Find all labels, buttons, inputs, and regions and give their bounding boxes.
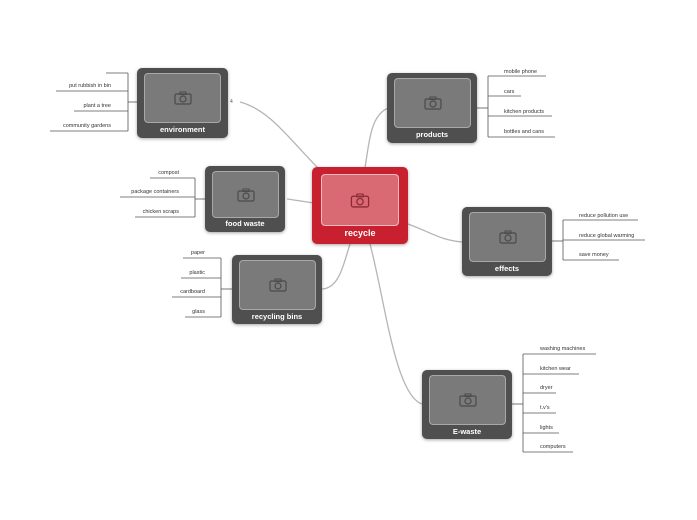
node-image-placeholder	[394, 78, 471, 128]
leaf-label[interactable]: plastic	[189, 270, 205, 276]
leaf-label[interactable]: cardboard	[180, 289, 205, 295]
node-image-placeholder	[321, 174, 399, 226]
node-food-waste[interactable]: food waste	[205, 166, 285, 232]
link-e-waste	[369, 243, 423, 405]
node-recycling-bins[interactable]: recycling bins	[232, 255, 322, 324]
node-title: environment	[159, 125, 205, 134]
leaf-label[interactable]: plant a tree	[83, 103, 111, 109]
node-title: recycle	[344, 228, 376, 238]
leaf-label[interactable]: kitchen wear	[540, 366, 571, 372]
leaf-label[interactable]: dryer	[540, 385, 553, 391]
node-image-placeholder	[469, 212, 546, 262]
node-image-placeholder	[212, 171, 279, 218]
leaf-label[interactable]: kitchen products	[504, 109, 545, 115]
node-products[interactable]: products	[387, 73, 477, 143]
leaf-label[interactable]: package containers	[131, 189, 179, 195]
node-effects[interactable]: effects	[462, 207, 552, 276]
node-image-placeholder	[239, 260, 316, 310]
leaf-label[interactable]: cars	[504, 89, 515, 95]
leaf-label[interactable]: computers	[540, 444, 566, 450]
leaf-label[interactable]: bottles and cans	[504, 129, 545, 135]
camera-icon	[423, 96, 442, 110]
collapse-marker[interactable]: 4	[230, 99, 233, 105]
link-food-waste	[286, 198, 315, 204]
node-e-waste[interactable]: E-waste	[422, 370, 512, 439]
node-environment[interactable]: environment	[137, 68, 228, 138]
leaf-label[interactable]: community gardens	[63, 123, 111, 129]
node-recycle[interactable]: recycle	[312, 167, 408, 244]
leaf-label[interactable]: save money	[579, 252, 609, 258]
collapse-count: 4	[230, 99, 233, 105]
node-title: E-waste	[452, 427, 482, 436]
leaf-label[interactable]: reduce pollution use	[579, 213, 629, 219]
leaf-label[interactable]: put rubbish in bin	[69, 83, 111, 89]
leaf-label[interactable]: paper	[190, 250, 205, 256]
camera-icon	[350, 193, 370, 208]
link-environment	[239, 101, 319, 169]
leaf-label[interactable]: glass	[192, 309, 205, 315]
leaf-label[interactable]: reduce global warming	[579, 233, 635, 239]
leaf-label[interactable]: chicken scraps	[142, 209, 179, 215]
node-title: products	[415, 130, 449, 139]
camera-icon	[173, 91, 192, 105]
leaf-label[interactable]: compost	[158, 170, 179, 176]
leaf-label[interactable]: mobile phone	[504, 69, 538, 75]
node-title: effects	[494, 264, 520, 273]
leaf-label[interactable]: washing machines	[540, 346, 586, 352]
node-image-placeholder	[429, 375, 506, 425]
link-effects	[407, 223, 463, 243]
link-products	[364, 107, 389, 169]
camera-icon	[236, 188, 255, 202]
node-image-placeholder	[144, 73, 221, 123]
camera-icon	[268, 278, 287, 292]
node-title: food waste	[225, 219, 265, 228]
camera-icon	[458, 393, 477, 407]
camera-icon	[498, 230, 517, 244]
leaf-label[interactable]: lights	[540, 425, 553, 431]
link-recycling-bins	[321, 243, 351, 290]
node-title: recycling bins	[251, 312, 303, 321]
leaf-label[interactable]: t.v's	[540, 405, 550, 411]
